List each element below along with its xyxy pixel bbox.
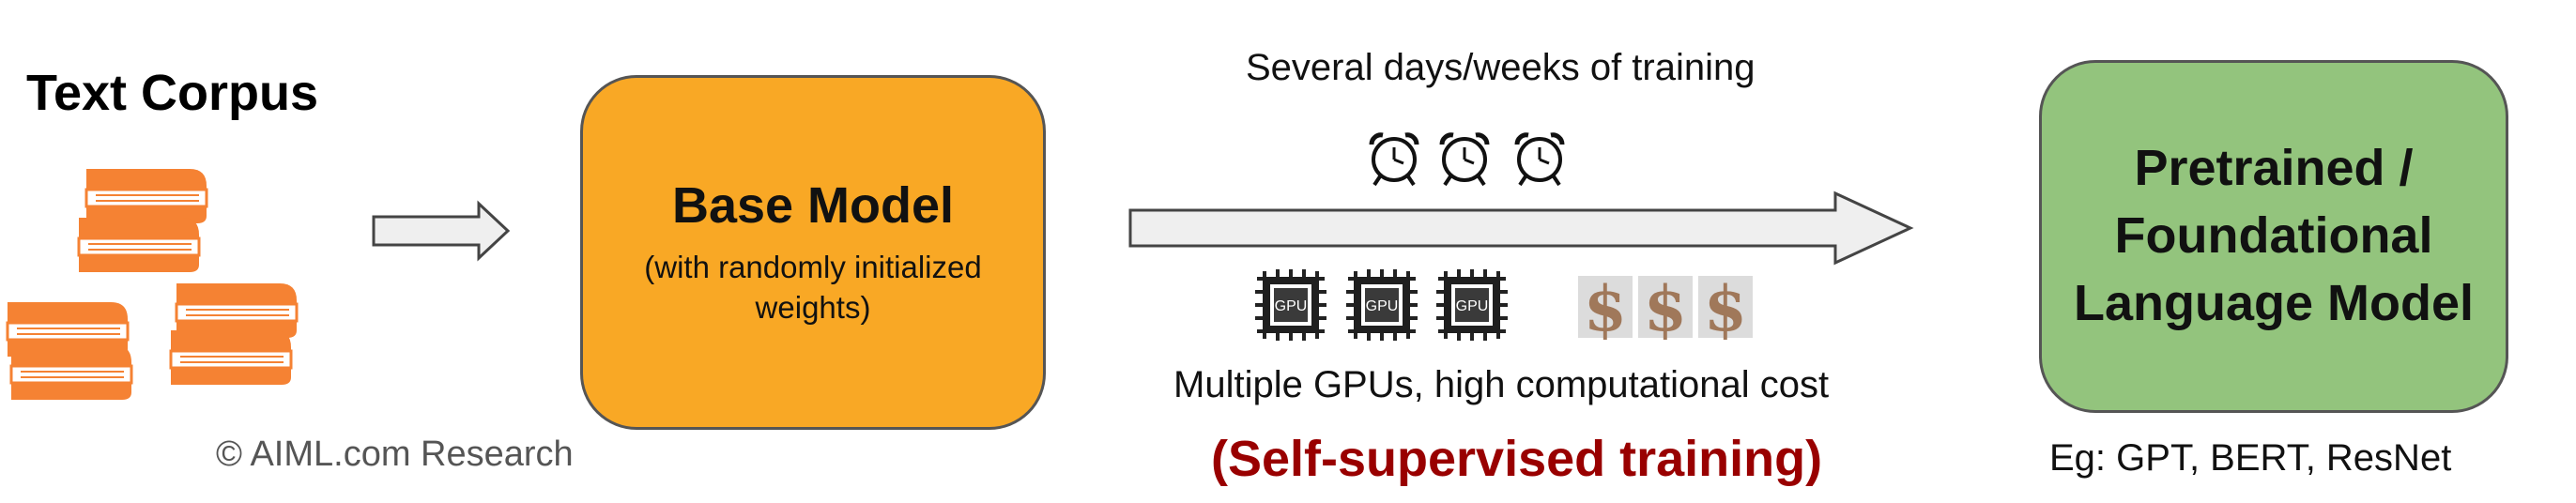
model-examples: Eg: GPT, BERT, ResNet [2049,437,2452,479]
gpu-chip-icon: GPU [1344,267,1419,343]
alarm-clock-icon [1442,135,1487,185]
base-model-subtitle-line1: (with randomly initialized [644,250,982,285]
dollar-sign-icon: $ [1638,272,1693,345]
pretrained-title-line1: Pretrained / [2134,140,2414,197]
svg-text:$: $ [1644,272,1687,345]
svg-text:$: $ [1584,272,1627,345]
base-model-subtitle-line2: weights) [755,290,871,325]
pretrained-title-line2: Foundational [2114,207,2433,265]
pretrained-title-line3: Language Model [2073,274,2474,331]
corpus-title: Text Corpus [26,65,319,121]
training-cost-label: Multiple GPUs, high computational cost [1173,364,1830,405]
dollar-sign-icon: $ [1698,272,1753,345]
base-model-box: Base Model (with randomly initialized we… [580,75,1046,430]
pretrained-model-box: Pretrained / Foundational Language Model [2039,60,2508,413]
gpu-chip-icon: GPU [1434,267,1510,343]
books-icon [6,167,299,402]
training-type-label: (Self-supervised training) [1211,431,1823,487]
copyright-notice: © AIML.com Research [216,434,574,474]
base-model-subtitle: (with randomly initialized weights) [644,248,981,328]
base-model-title: Base Model [671,177,955,235]
pretrained-model-title: Pretrained / Foundational Language Model [2074,135,2474,337]
svg-text:GPU: GPU [1366,298,1399,314]
svg-text:GPU: GPU [1275,298,1308,314]
training-time-label: Several days/weeks of training [1246,47,1756,88]
alarm-clock-icon [1517,135,1562,185]
gpu-chip-icon: GPU [1253,267,1328,343]
arrow-to-base-model [372,200,511,262]
svg-text:GPU: GPU [1456,298,1489,314]
training-arrow [1128,191,1914,266]
svg-text:$: $ [1704,272,1747,345]
dollar-sign-icon: $ [1578,272,1633,345]
alarm-clock-icon [1372,135,1417,185]
